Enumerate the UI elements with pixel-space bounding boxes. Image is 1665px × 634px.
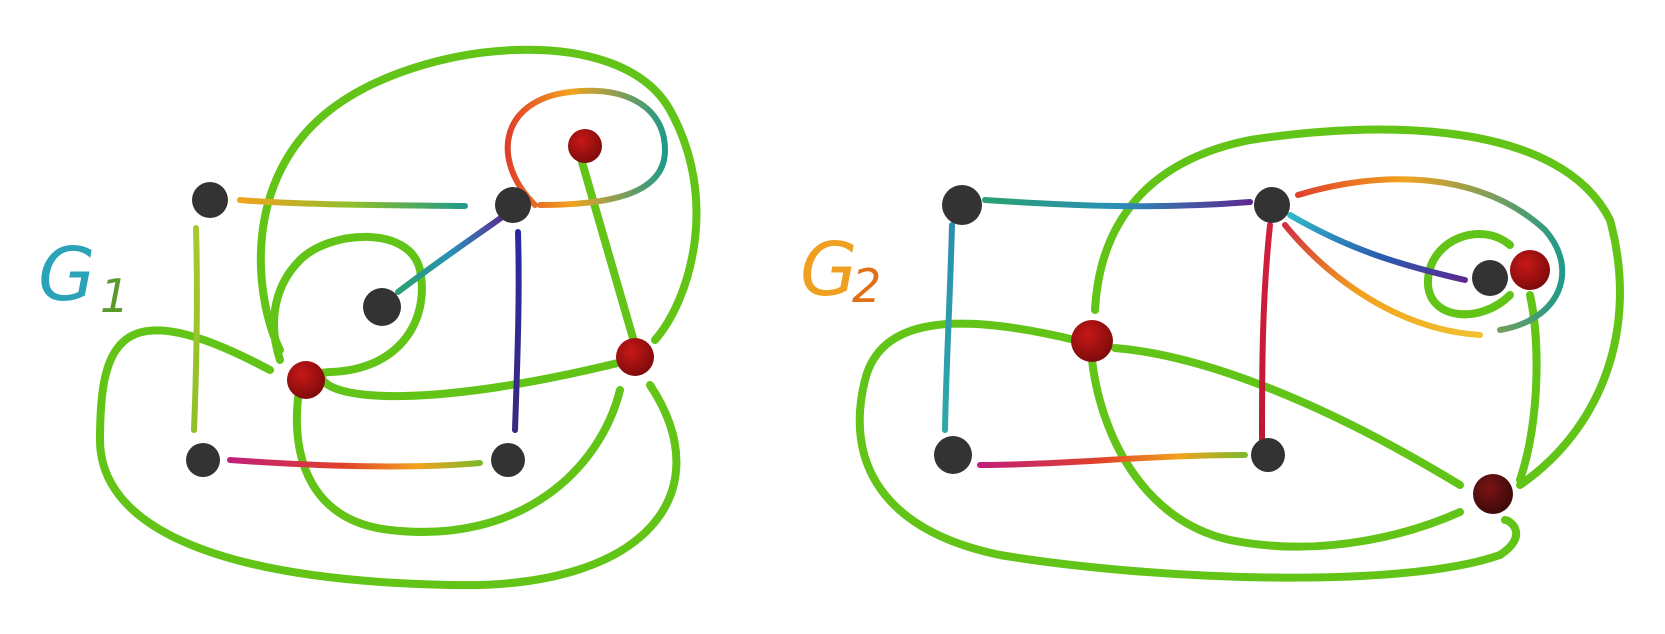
g1-dual-edge (256, 45, 701, 354)
graph-g2: G 2 (800, 125, 1624, 582)
g1-dual-edge (96, 326, 681, 590)
g2-edge-left (942, 222, 955, 433)
g1-vertex (491, 443, 525, 477)
g2-dual-edge (1516, 291, 1541, 484)
g2-dual-edge (1091, 125, 1624, 489)
graph-g2-primal-edges (942, 176, 1566, 468)
g2-vertex (1251, 438, 1285, 472)
graph-g1-label: G 1 (38, 232, 129, 323)
g1-edge-diagonal (395, 212, 508, 295)
g2-edge-right (1259, 222, 1273, 443)
g2-edge-lower-arc (1282, 222, 1483, 338)
g1-dual-edge (292, 381, 624, 536)
g1-dual-vertex (568, 129, 602, 163)
g1-vertex (495, 187, 531, 223)
g2-edge-upper-arc (1295, 176, 1566, 333)
g2-edge-bottom (977, 452, 1248, 468)
graph-g2-label: G 2 (800, 227, 881, 313)
g1-dual-vertex (616, 338, 654, 376)
g2-vertex (942, 185, 982, 225)
g1-vertex (363, 288, 401, 326)
g2-dual-vertex (1071, 320, 1113, 362)
graph-g1-dual-vertices (287, 129, 654, 399)
graph-g1: G 1 (38, 45, 701, 590)
g1-edge-top (237, 197, 468, 209)
graph-g1-dual-edges (96, 45, 701, 590)
graph-g2-primal-vertices (934, 185, 1508, 474)
g1-edge-left (191, 225, 200, 433)
g2-edge-to-inner (1287, 212, 1468, 283)
g1-dual-vertex (287, 361, 325, 399)
graph-g2-dual-vertices (1071, 250, 1550, 514)
g1-dual-edge (270, 232, 426, 378)
g2-dual-edge (1088, 356, 1464, 551)
g1-edge-bottom (227, 457, 483, 470)
g1-dual-edge (318, 356, 634, 401)
g2-dual-vertex (1473, 474, 1513, 514)
graph-g2-label-subscript: 2 (852, 259, 881, 313)
graph-g1-label-subscript: 1 (100, 269, 129, 323)
g2-dual-vertex (1510, 250, 1550, 290)
graph-g2-dual-edges (855, 125, 1624, 582)
g1-edge-right (512, 229, 522, 433)
g2-vertex (1472, 260, 1508, 296)
g1-vertex (186, 443, 220, 477)
g2-dual-edge (1111, 344, 1464, 489)
graph-g1-primal-vertices (186, 182, 531, 477)
g2-edge-top (982, 197, 1253, 210)
g2-vertex (934, 436, 972, 474)
g1-dual-edge (576, 151, 639, 349)
graph-g2-label-letter: G (800, 227, 857, 313)
graph-g1-label-letter: G (38, 232, 95, 318)
g2-vertex (1254, 187, 1290, 223)
g1-vertex (192, 182, 228, 218)
g1-edge-loop (504, 87, 668, 208)
g2-dual-edge (1423, 230, 1514, 319)
graph-g1-primal-edges (191, 87, 668, 470)
g2-dual-edge (855, 319, 1521, 582)
